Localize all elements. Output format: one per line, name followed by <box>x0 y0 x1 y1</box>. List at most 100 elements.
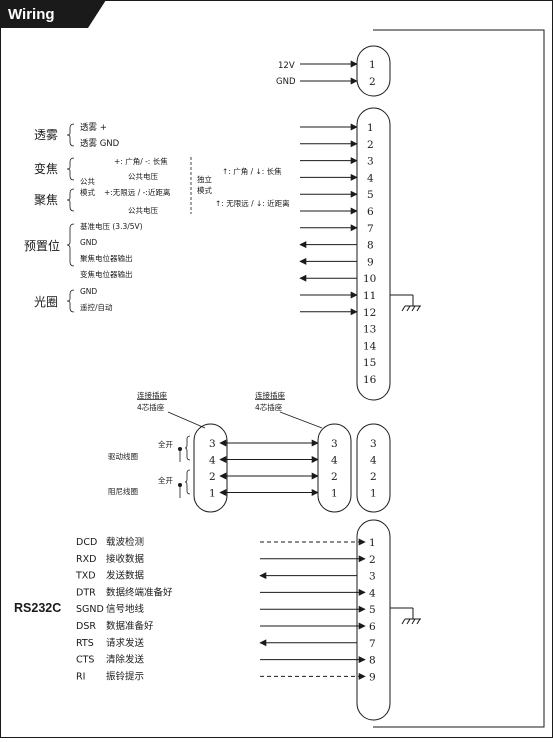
rs232-desc-rxd: 接收数据 <box>106 553 145 565</box>
rs232-desc-rts: 请求发送 <box>106 637 145 649</box>
rs232-desc-txd: 发送数据 <box>106 570 145 582</box>
coil-left-header-2: 4芯插座 <box>137 402 165 412</box>
coil-right-header-2: 4芯插座 <box>255 402 283 412</box>
main-pin-10: 10 <box>363 273 376 285</box>
brace-zoom <box>66 157 75 181</box>
focus-line1: +:无限远 / -:近距离 <box>104 187 171 197</box>
drive-coil-label: 驱动线圈 <box>108 451 138 461</box>
independent-mode-line1: 独立 <box>197 174 212 184</box>
rs232-desc-dcd: 载波检测 <box>106 536 144 548</box>
rs232-code-rts: RTS <box>76 638 94 649</box>
header-title: Wiring <box>8 6 55 23</box>
preset-item-4: 变焦电位器输出 <box>80 269 133 279</box>
bus-frame <box>373 29 545 728</box>
damping-coil-label: 阻尼线圈 <box>108 486 138 496</box>
power-connector <box>356 45 391 97</box>
header-tab <box>0 0 106 28</box>
rs232-code-rxd: RXD <box>76 554 96 565</box>
main-pin-11: 11 <box>363 290 376 302</box>
power-pin-2: 2 <box>369 76 376 88</box>
rs232-desc-cts: 清除发送 <box>106 654 145 666</box>
rs232-code-sgnd: SGND <box>76 604 104 615</box>
common-mode-line1: 公共 <box>80 177 95 186</box>
brace-focus <box>66 188 75 212</box>
common-voltage-1: 公共电压 <box>128 171 158 181</box>
rs232-pin-6: 6 <box>369 621 376 633</box>
main-connector-arrows <box>299 123 358 316</box>
main-pin-3: 3 <box>367 156 374 168</box>
rs232-title: RS232C <box>14 601 61 615</box>
main-pin-5: 5 <box>367 189 374 201</box>
brace-damping-coil <box>184 469 191 495</box>
independent-mode-line2: 模式 <box>197 185 212 195</box>
coil-pin-right-4: 4 <box>370 455 377 467</box>
main-pin-15: 15 <box>363 357 376 369</box>
coil-connector-arrows <box>219 439 319 496</box>
rs232-desc-ri: 振铃提示 <box>106 670 144 682</box>
main-pin-4: 4 <box>367 172 374 184</box>
full-open-label-1: 全开 <box>158 439 173 449</box>
rs232-code-ri: RI <box>76 671 85 682</box>
coil-left-header-1: 连接插座 <box>137 390 167 400</box>
defog-item-2: 透雾 GND <box>80 138 120 149</box>
coil-pin-left-3: 3 <box>209 438 216 450</box>
rs232-code-cts: CTS <box>76 655 94 666</box>
main-connector <box>356 107 391 401</box>
rs232-connector <box>356 519 391 721</box>
main-pin-1: 1 <box>367 122 374 134</box>
group-title-iris: 光圈 <box>34 295 58 309</box>
brace-iris <box>66 289 75 313</box>
rs232-pin-3: 3 <box>369 571 376 583</box>
rs232-code-dcd: DCD <box>76 537 97 548</box>
defog-item-1: 透雾 + <box>80 122 107 133</box>
group-title-defog: 透雾 <box>34 128 58 142</box>
coil-pin-mid-1: 1 <box>331 488 338 500</box>
coil-pin-mid-2: 2 <box>331 471 338 483</box>
coil-pin-right-1: 1 <box>370 488 377 500</box>
coil-pin-mid-4: 4 <box>331 455 338 467</box>
brace-drive-coil <box>184 435 191 461</box>
main-pin-7: 7 <box>367 223 374 235</box>
power-label-gnd: GND <box>276 77 296 87</box>
rs232-pin-2: 2 <box>369 554 376 566</box>
iris-item-2: 遥控/自动 <box>80 302 113 312</box>
rs232-code-txd: TXD <box>75 571 96 582</box>
rs232-pin-1: 1 <box>369 537 376 549</box>
main-pin-6: 6 <box>367 206 374 218</box>
coil-pin-right-2: 2 <box>370 471 377 483</box>
group-title-focus: 聚焦 <box>34 193 58 207</box>
main-pin-2: 2 <box>367 139 374 151</box>
rs232-pin-5: 5 <box>369 604 376 616</box>
rs232-code-dsr: DSR <box>76 621 96 632</box>
coil-pin-mid-3: 3 <box>331 438 338 450</box>
rs232-pin-8: 8 <box>369 655 376 667</box>
independent-zoom: ↑: 广角 / ↓: 长焦 <box>222 166 282 176</box>
coil-pin-left-2: 2 <box>209 471 216 483</box>
main-pin-13: 13 <box>363 324 376 336</box>
rs232-desc-sgnd: 信号地线 <box>106 603 145 615</box>
main-pin-12: 12 <box>363 307 376 319</box>
power-pin-1: 1 <box>369 59 376 71</box>
preset-item-1: 基准电压 (3.3/5V) <box>80 221 143 231</box>
coil-right-connector <box>356 423 391 513</box>
rs232-desc-dsr: 数据准备好 <box>106 620 154 632</box>
coil-left-connector <box>193 423 228 513</box>
coil-left-pointer <box>167 411 206 429</box>
main-pin-8: 8 <box>367 240 374 252</box>
rs232-pin-4: 4 <box>369 587 376 599</box>
independent-focus: ↑: 无限远 / ↓: 近距离 <box>215 198 290 208</box>
rs232-code-dtr: DTR <box>76 587 96 598</box>
coil-pin-left-4: 4 <box>209 455 216 467</box>
coil-right-header-1: 连接插座 <box>255 390 285 400</box>
main-pin-9: 9 <box>367 256 374 268</box>
brace-defog <box>66 123 75 147</box>
coil-right-pointer <box>279 411 323 429</box>
power-label-12v: 12V <box>278 61 295 71</box>
main-pin-16: 16 <box>363 374 377 386</box>
coil-pin-right-3: 3 <box>370 438 377 450</box>
common-voltage-2: 公共电压 <box>128 205 158 215</box>
